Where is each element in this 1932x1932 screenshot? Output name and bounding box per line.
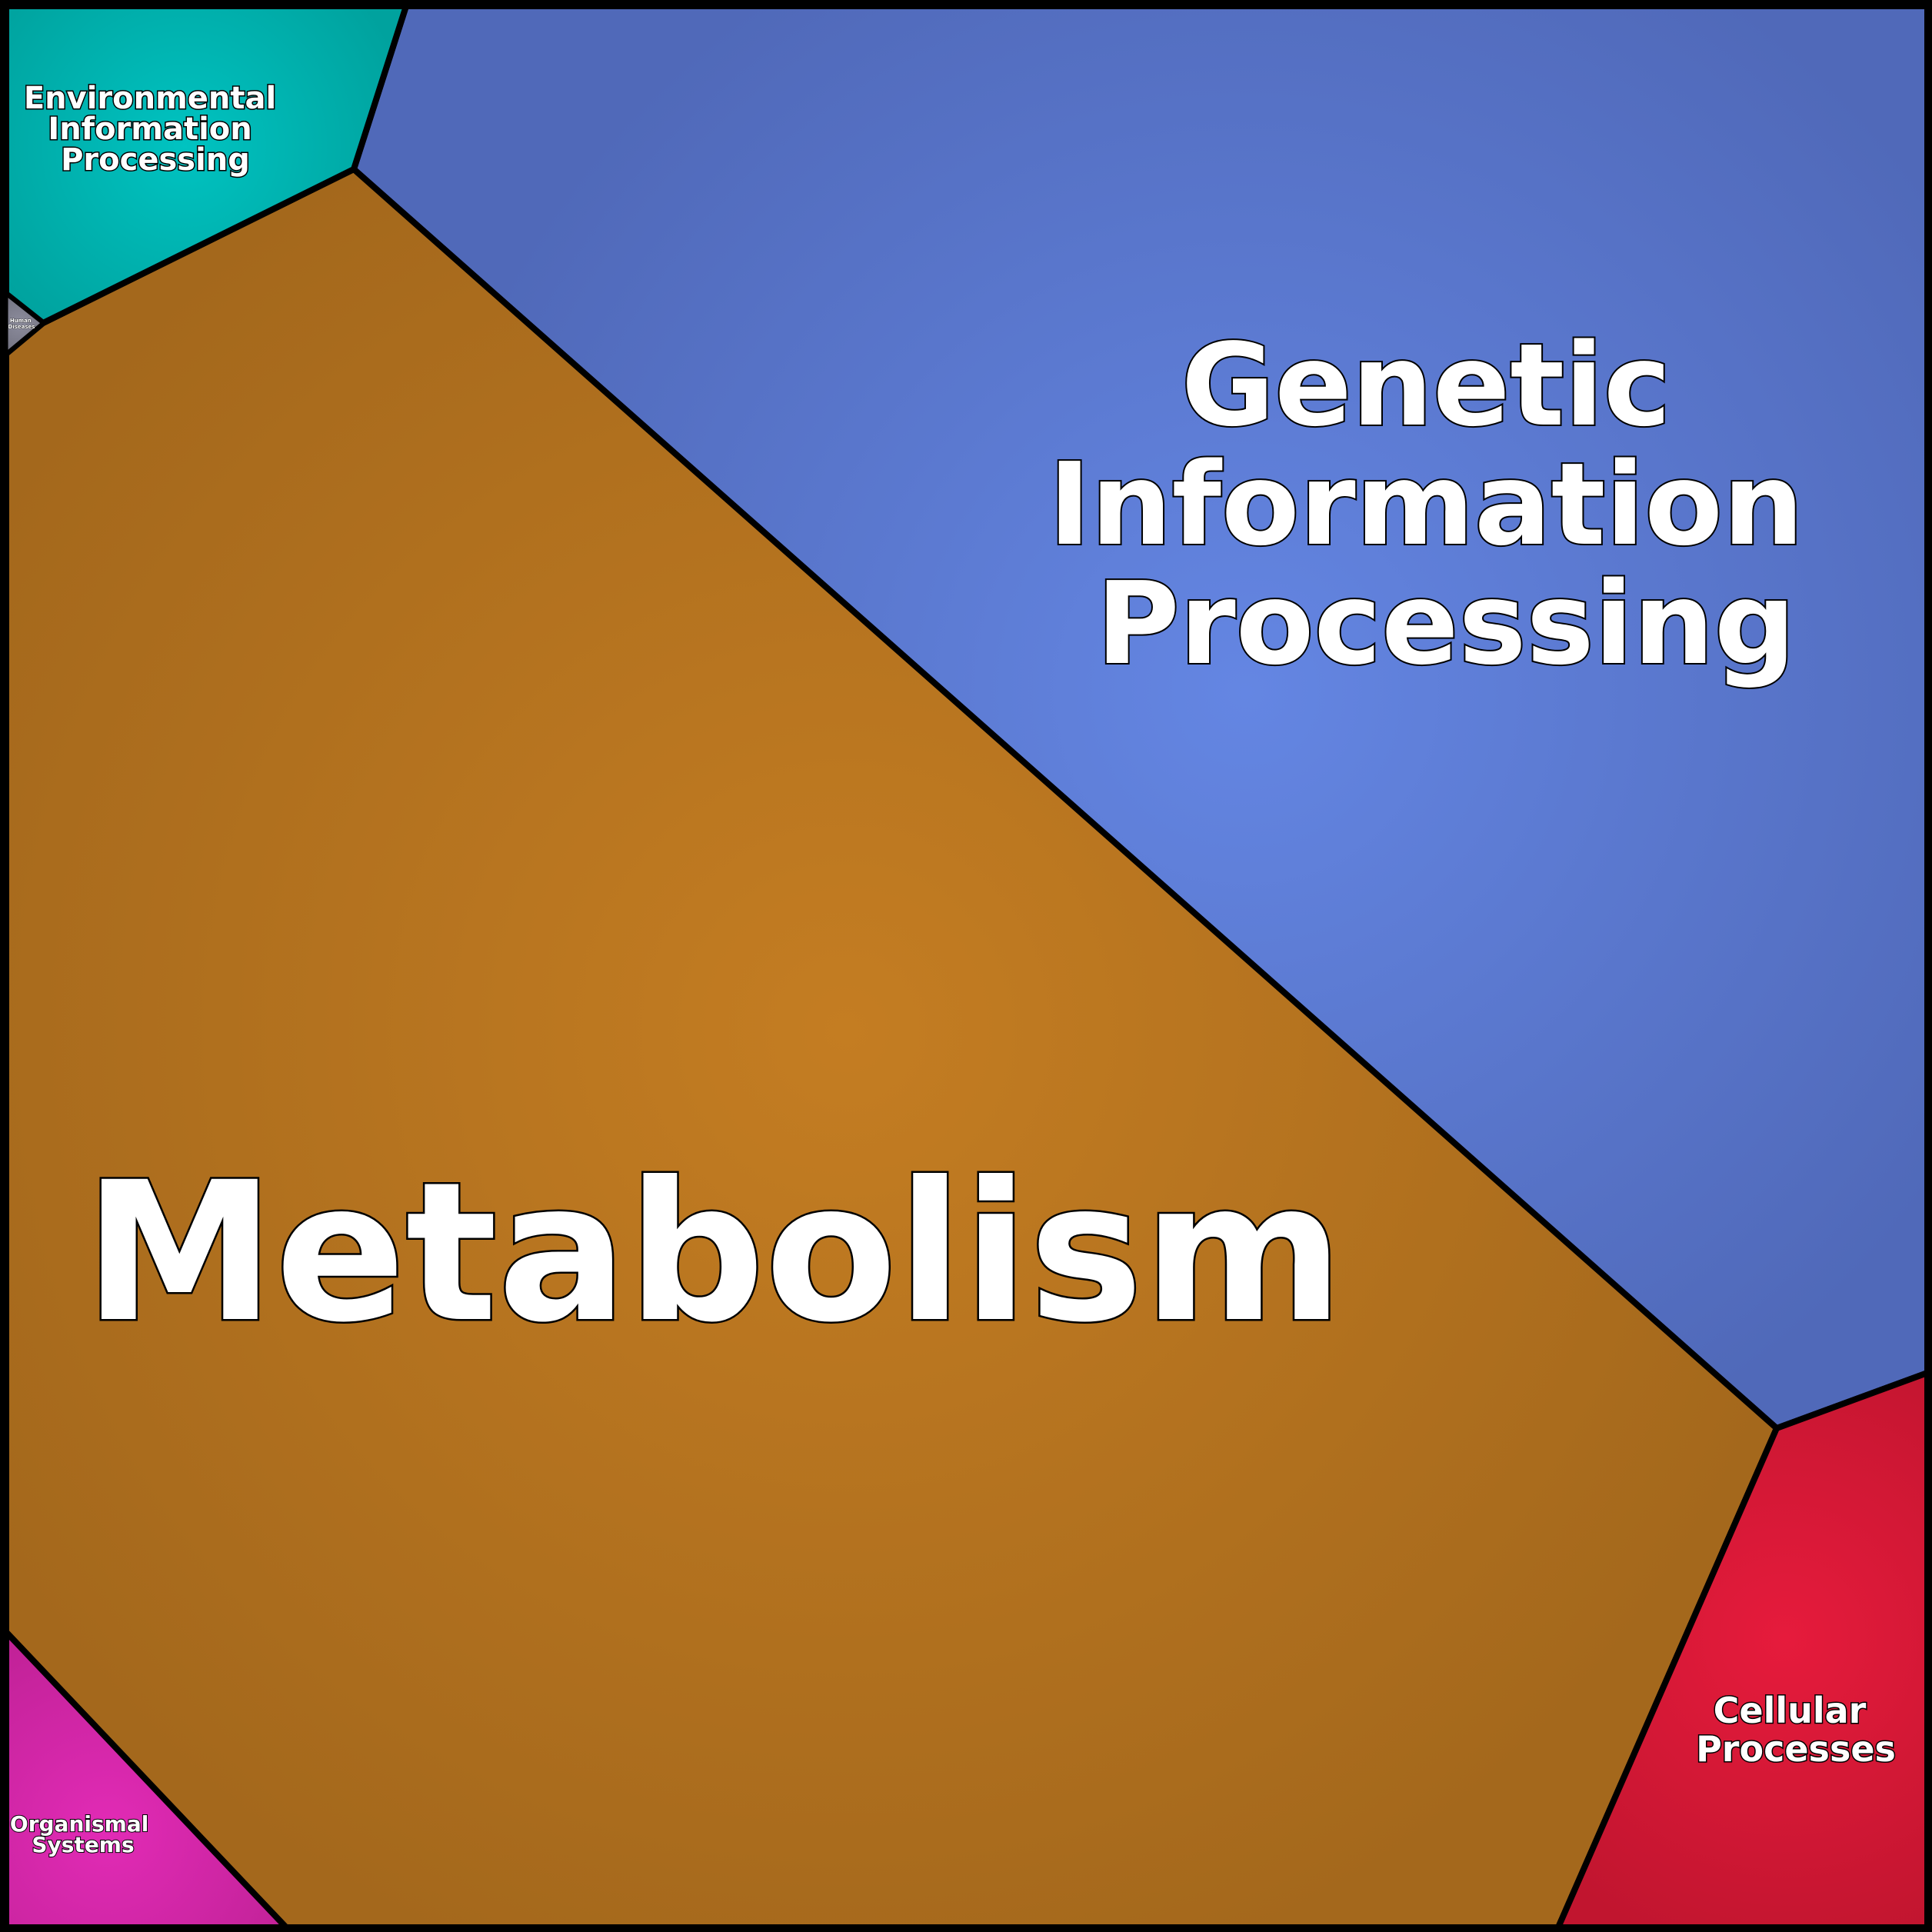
- label-cellular-processes: Cellular Processes: [1696, 1690, 1896, 1770]
- label-human-diseases: Human Diseases: [8, 318, 35, 330]
- label-genetic-information-processing: Genetic Information Processing: [1048, 319, 1844, 690]
- label-organismal-systems: Organismal Systems: [10, 1811, 156, 1857]
- label-metabolism: Metabolism: [84, 1141, 1344, 1364]
- label-environmental-information-processing: Environmental Information Processing: [24, 81, 287, 178]
